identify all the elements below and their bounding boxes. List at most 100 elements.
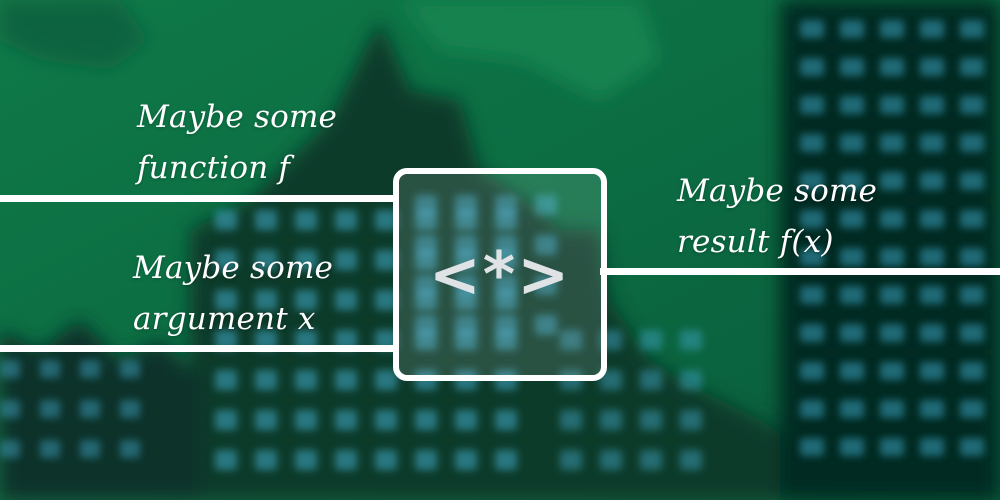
background-tile xyxy=(415,195,437,215)
background-tile xyxy=(840,400,864,418)
background-tile xyxy=(840,172,864,190)
background-tile xyxy=(255,450,277,470)
background-tile xyxy=(960,172,984,190)
input-argument-label-line2: argument x xyxy=(133,301,316,337)
background-tile xyxy=(920,58,944,76)
background-tile xyxy=(840,96,864,114)
input-argument-wire xyxy=(0,345,398,352)
background-tile xyxy=(415,275,437,295)
background-tile xyxy=(40,440,60,458)
background-tile xyxy=(920,96,944,114)
background-tile xyxy=(680,330,702,350)
background-tile xyxy=(880,400,904,418)
background-tile xyxy=(880,20,904,38)
background-tile xyxy=(295,210,317,230)
background-tile xyxy=(960,324,984,342)
background-tile xyxy=(80,400,100,418)
background-tile xyxy=(0,400,20,418)
background-tile xyxy=(560,330,582,350)
background-tile xyxy=(800,58,824,76)
background-tile xyxy=(415,410,437,430)
background-tile xyxy=(335,370,357,390)
background-tile xyxy=(800,20,824,38)
background-tile xyxy=(880,210,904,228)
background-tile xyxy=(680,410,702,430)
output-result-wire xyxy=(600,268,1000,275)
background-tile xyxy=(215,450,237,470)
background-tile xyxy=(600,410,622,430)
background-tile xyxy=(880,324,904,342)
background-tile xyxy=(455,235,477,255)
input-function-label-line1: Maybe some xyxy=(137,99,338,135)
background-tile xyxy=(495,275,517,295)
background-tile xyxy=(255,210,277,230)
background-tile xyxy=(120,400,140,418)
background-tile xyxy=(960,20,984,38)
background-tile xyxy=(335,250,357,270)
background-tile xyxy=(335,290,357,310)
background-tile xyxy=(840,20,864,38)
background-tile xyxy=(40,400,60,418)
background-tile xyxy=(840,134,864,152)
background-tile xyxy=(375,250,397,270)
background-tile xyxy=(920,400,944,418)
background-tile xyxy=(920,20,944,38)
background-tile xyxy=(960,134,984,152)
background-tile xyxy=(120,440,140,458)
background-tile xyxy=(255,370,277,390)
background-tile xyxy=(880,134,904,152)
background-tile xyxy=(880,96,904,114)
background-tile xyxy=(840,362,864,380)
background-tile xyxy=(215,370,237,390)
background-tile xyxy=(415,235,437,255)
background-tile xyxy=(880,438,904,456)
input-function-label: Maybe some function f xyxy=(137,92,337,194)
background-tile xyxy=(40,360,60,378)
output-result-label-line2: result f(x) xyxy=(677,224,834,260)
background-tile xyxy=(880,58,904,76)
background-tile xyxy=(80,440,100,458)
background-tile xyxy=(680,450,702,470)
background-tile xyxy=(560,410,582,430)
input-argument-label-line1: Maybe some xyxy=(133,250,334,286)
background-tile xyxy=(960,286,984,304)
background-tile xyxy=(215,410,237,430)
applicative-operator-icon: <*> xyxy=(428,238,572,311)
background-tile xyxy=(920,248,944,266)
background-tile xyxy=(840,286,864,304)
background-tile xyxy=(375,450,397,470)
input-argument-label: Maybe some argument x xyxy=(133,243,333,345)
background-tile xyxy=(920,134,944,152)
background-tile xyxy=(375,210,397,230)
background-tile xyxy=(840,324,864,342)
background-tile xyxy=(800,210,824,228)
background-tile xyxy=(255,290,277,310)
background-tile xyxy=(880,286,904,304)
background-tile xyxy=(960,96,984,114)
background-tile xyxy=(960,400,984,418)
background-tile xyxy=(560,450,582,470)
background-tile xyxy=(840,210,864,228)
background-tile xyxy=(215,290,237,310)
background-tile xyxy=(800,248,824,266)
background-tile xyxy=(840,438,864,456)
background-tile xyxy=(495,450,517,470)
background-tile xyxy=(455,315,477,335)
background-tile xyxy=(960,248,984,266)
background-tile xyxy=(415,315,437,335)
background-tile xyxy=(335,450,357,470)
background-tile xyxy=(680,370,702,390)
background-tile xyxy=(840,58,864,76)
background-tile xyxy=(295,290,317,310)
background-tile xyxy=(800,324,824,342)
background-tile xyxy=(295,410,317,430)
background-tile xyxy=(800,286,824,304)
input-function-label-line2: function f xyxy=(137,150,291,186)
background-tile xyxy=(600,370,622,390)
background-tile xyxy=(880,248,904,266)
background-tile xyxy=(80,360,100,378)
background-tile xyxy=(600,450,622,470)
background-tile xyxy=(335,210,357,230)
background-tile xyxy=(375,290,397,310)
background-tile xyxy=(800,438,824,456)
